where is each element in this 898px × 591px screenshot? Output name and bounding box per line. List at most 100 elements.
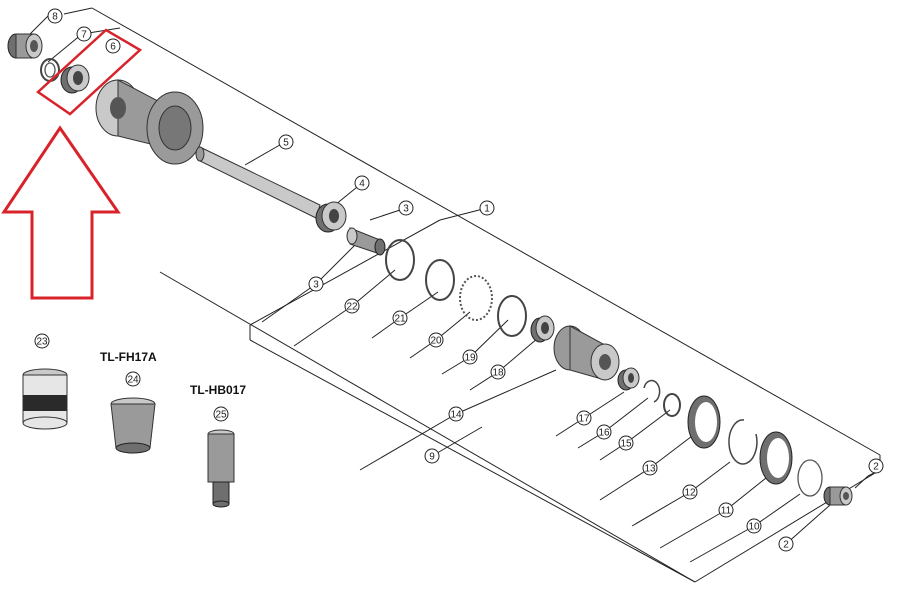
part-22-ring <box>385 239 415 281</box>
callout-16: 16 <box>596 424 612 440</box>
callout-circle <box>34 333 50 349</box>
callout-number: 10 <box>748 522 760 533</box>
callout-22: 22 <box>344 298 360 314</box>
part-15-ring <box>663 393 681 417</box>
callout-5: 5 <box>278 134 294 150</box>
callout-number: 9 <box>429 452 435 463</box>
tool-label-25: TL-HB017 <box>190 383 246 397</box>
callout-number: 25 <box>215 410 227 421</box>
callout-15: 15 <box>618 435 634 451</box>
callout-12: 12 <box>682 484 698 500</box>
callout-number: 20 <box>430 336 442 347</box>
callout-10: 10 <box>746 518 762 534</box>
callout-circle <box>213 406 229 422</box>
callout-number: 23 <box>36 337 48 348</box>
callout-6: 6 <box>105 38 121 54</box>
callout-circle <box>682 484 698 500</box>
parts <box>7 33 853 508</box>
callout-circle <box>448 406 464 422</box>
part-21-ring <box>425 259 455 301</box>
part-12-clip <box>728 419 758 465</box>
callout-14: 14 <box>448 406 464 422</box>
callout-number: 13 <box>644 464 656 475</box>
callout-number: 5 <box>283 138 289 149</box>
callout-circle <box>354 175 370 191</box>
callout-9: 9 <box>424 448 440 464</box>
callout-circle <box>490 364 506 380</box>
callout-circle <box>479 200 495 216</box>
part-6-bearing <box>60 64 90 94</box>
callout-number: 2 <box>873 462 879 473</box>
callout-circle <box>47 8 63 24</box>
callout-number: 2 <box>783 540 789 551</box>
callout-number: 24 <box>127 375 139 386</box>
callout-circle <box>125 371 141 387</box>
part-7-ring <box>40 58 60 82</box>
hub-shell <box>95 79 204 165</box>
callout-circle <box>392 310 408 326</box>
callout-number: 21 <box>394 314 406 325</box>
callout-number: 18 <box>492 368 504 379</box>
callout-19: 19 <box>462 349 478 365</box>
part-2-end-cap <box>823 486 853 506</box>
callout-4: 4 <box>354 175 370 191</box>
callout-number: 7 <box>81 30 87 41</box>
callout-18: 18 <box>490 364 506 380</box>
part-25-tool <box>207 429 235 508</box>
callout-circle <box>618 435 634 451</box>
callout-7: 7 <box>76 26 92 42</box>
part-3-spacer <box>346 227 386 256</box>
callout-number: 11 <box>721 506 732 517</box>
callout-circle <box>76 26 92 42</box>
callout-3: 3 <box>398 200 414 216</box>
callout-circle <box>462 349 478 365</box>
callout-circle <box>278 134 294 150</box>
callout-circle <box>746 518 762 534</box>
callout-circle <box>596 424 612 440</box>
callout-3: 3 <box>308 276 324 292</box>
callout-8: 8 <box>47 8 63 24</box>
callout-number: 6 <box>110 42 116 53</box>
callout-circle <box>718 502 734 518</box>
callout-number: 4 <box>359 179 365 190</box>
highlight-box-part-6 <box>35 28 143 116</box>
callout-circle <box>344 298 360 314</box>
highlight-overlay <box>1 28 143 300</box>
tool-label-24: TL-FH17A <box>100 350 157 364</box>
callout-circle <box>428 332 444 348</box>
callout-2: 2 <box>868 458 884 474</box>
part-23-grease-jar <box>22 368 68 430</box>
part-18-bearing <box>530 315 555 343</box>
callout-number: 3 <box>403 204 409 215</box>
part-20-spring <box>459 275 493 321</box>
part-19-ring <box>497 295 527 337</box>
part-16-clip <box>643 379 661 403</box>
callout-1: 1 <box>479 200 495 216</box>
part-8-end-cap <box>7 33 43 59</box>
callout-circle <box>576 410 592 426</box>
callout-circle <box>778 536 794 552</box>
callout-number: 22 <box>346 302 358 313</box>
callout-number: 19 <box>464 353 476 364</box>
callout-24: 24 <box>125 371 141 387</box>
callout-number: 8 <box>52 12 58 23</box>
callout-number: 16 <box>598 428 610 439</box>
callout-2: 2 <box>778 536 794 552</box>
leader-lines <box>25 7 881 583</box>
callout-circle <box>642 460 658 476</box>
callout-11: 11 <box>718 502 734 518</box>
callout-13: 13 <box>642 460 658 476</box>
callout-25: 25 <box>213 406 229 422</box>
freehub-body <box>553 325 620 381</box>
callout-number: 1 <box>484 204 490 215</box>
callout-21: 21 <box>392 310 408 326</box>
callout-number: 15 <box>620 439 632 450</box>
part-24-tool <box>110 397 156 454</box>
callout-20: 20 <box>428 332 444 348</box>
part-17-bearing <box>617 367 640 391</box>
callout-number: 14 <box>450 410 462 421</box>
callout-labels: 1223345678910111213141516171819202122232… <box>34 8 884 552</box>
callout-17: 17 <box>576 410 592 426</box>
callout-number: 12 <box>684 488 696 499</box>
